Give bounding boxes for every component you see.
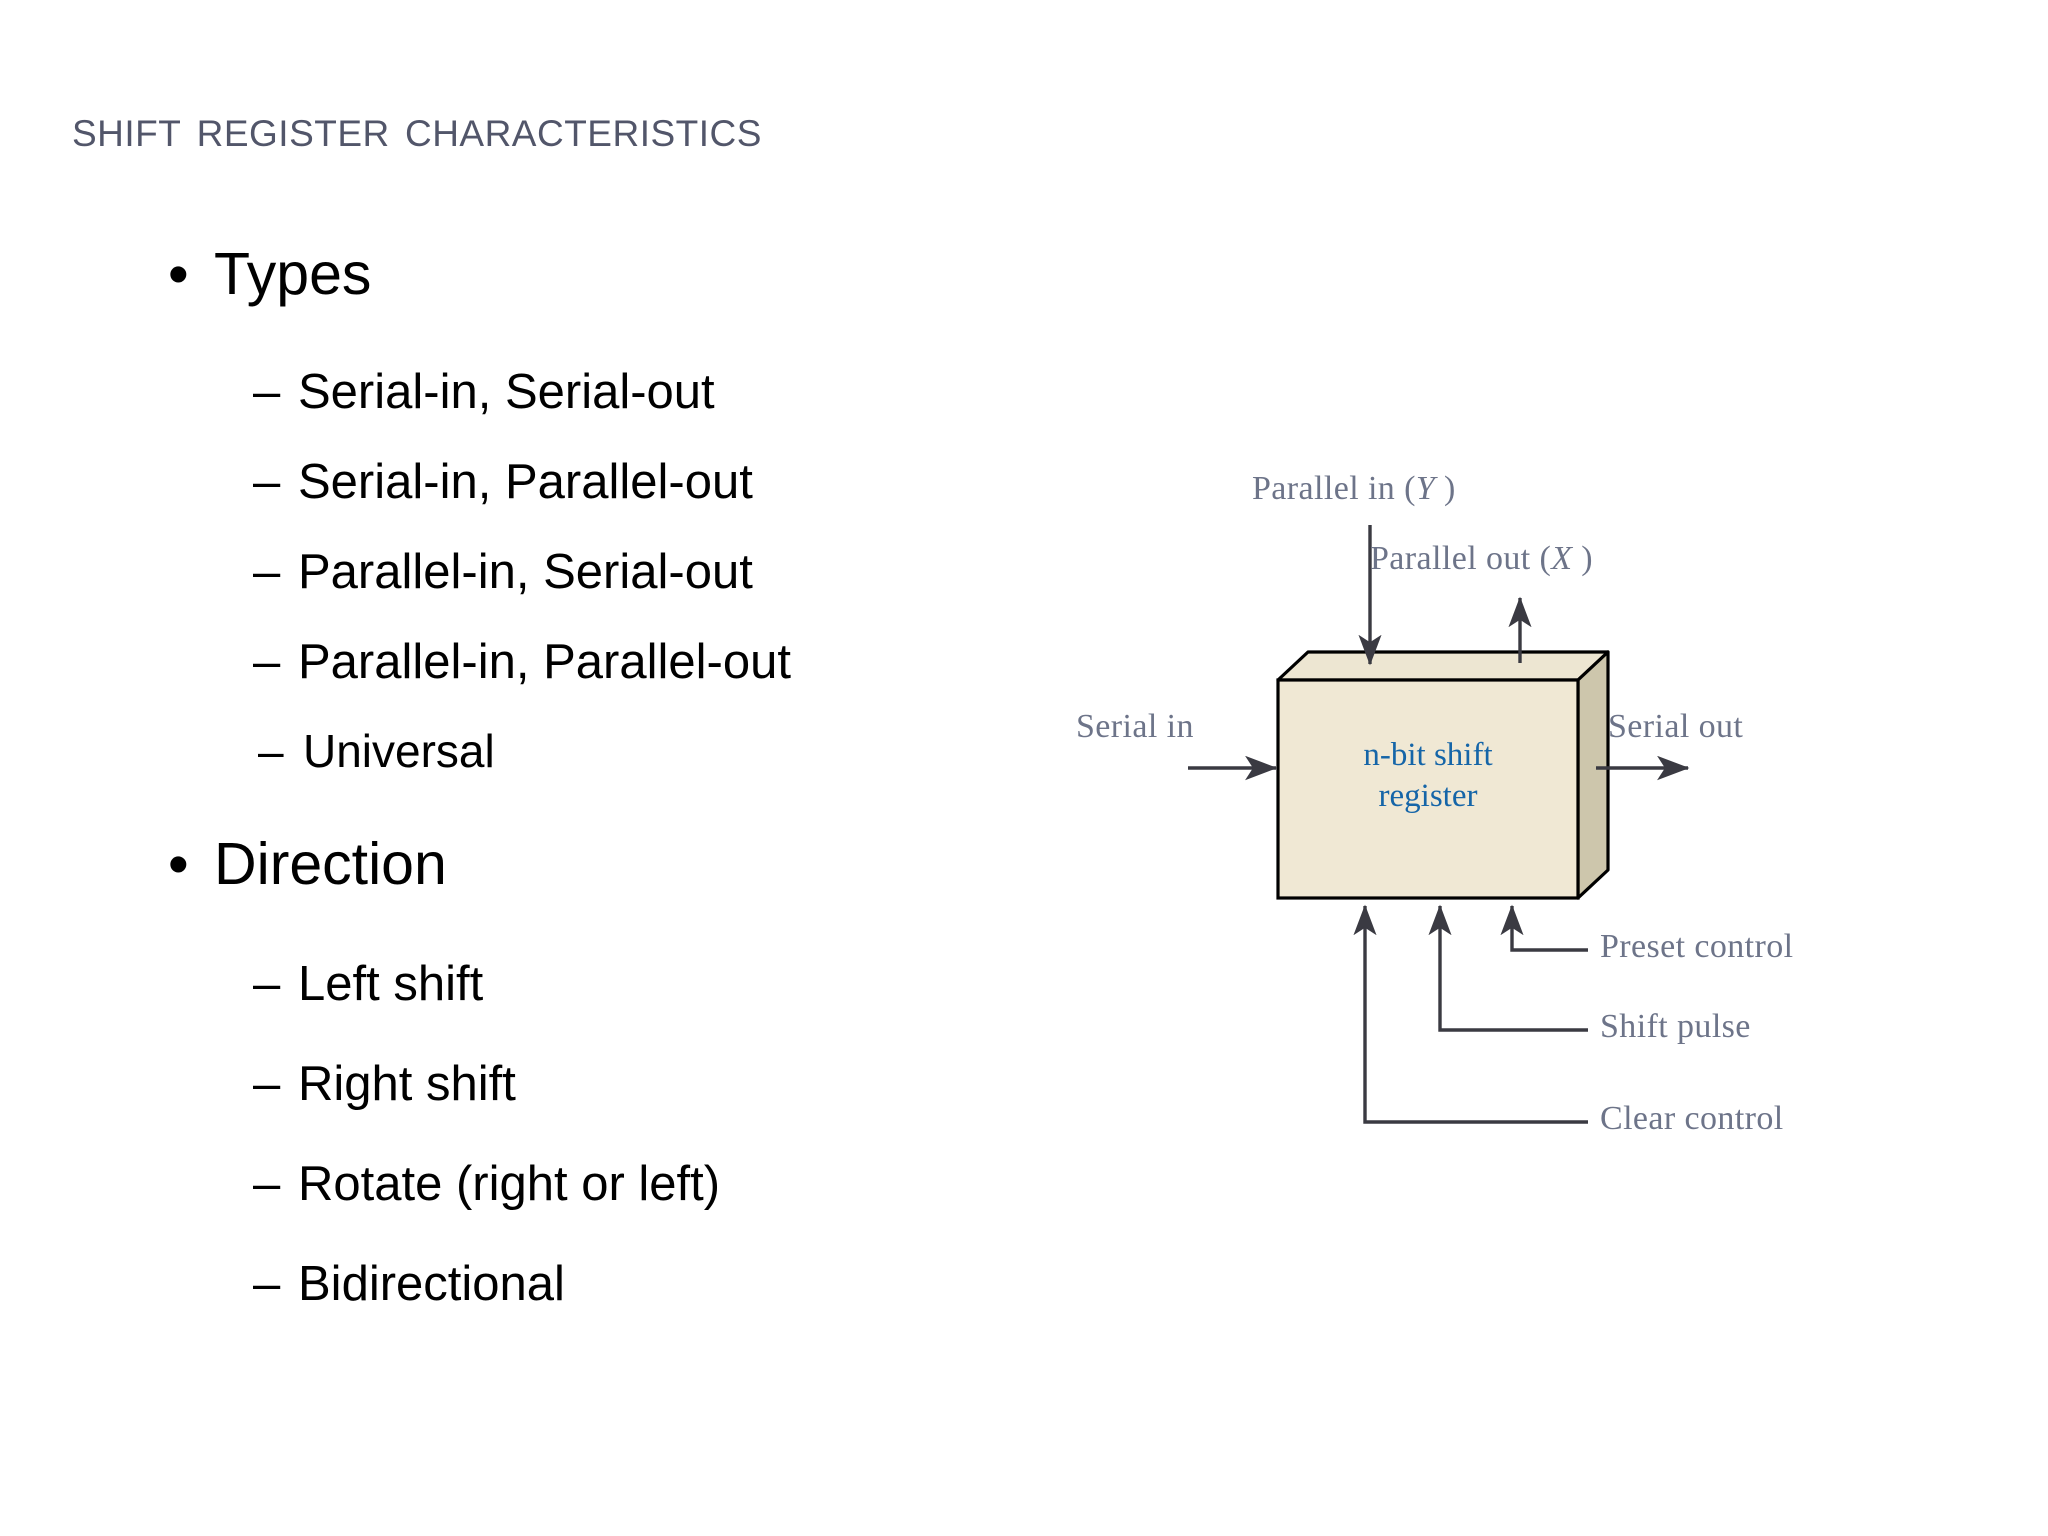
list-item-universal: –Universal: [258, 728, 495, 774]
shift-pulse-connector: [1428, 904, 1588, 1032]
serial-out-label: Serial out: [1608, 708, 1744, 745]
dash-icon: –: [258, 725, 284, 777]
dash-icon: –: [253, 455, 281, 509]
list-item-label: Serial-in, Serial-out: [298, 365, 715, 419]
list-item-parallel-in-parallel-out: –Parallel-in, Parallel-out: [253, 638, 791, 687]
list-item-right-shift: –Right shift: [253, 1060, 516, 1109]
dash-icon: –: [253, 545, 281, 599]
list-item-serial-in-parallel-out: –Serial-in, Parallel-out: [253, 458, 753, 507]
list-item-label: Parallel-in, Serial-out: [298, 545, 753, 599]
list-item-left-shift: –Left shift: [253, 960, 483, 1009]
block-label-line1: n-bit shift: [1363, 737, 1493, 773]
preset-control-label: Preset control: [1600, 928, 1794, 965]
list-item-label: Bidirectional: [298, 1257, 565, 1311]
dash-icon: –: [253, 1157, 281, 1211]
parallel-in-variable: Y: [1415, 470, 1436, 507]
parallel-out-text: Parallel out (: [1370, 540, 1552, 577]
block-label-line2: register: [1378, 778, 1478, 815]
block-label: n-bit shift register: [1308, 735, 1548, 818]
clear-control-connector: [1353, 904, 1588, 1124]
serial-in-label: Serial in: [1076, 708, 1194, 745]
dash-icon: –: [253, 365, 281, 419]
list-item-label: Left shift: [298, 957, 484, 1011]
dash-icon: –: [253, 1057, 281, 1111]
block-top-face: [1276, 650, 1610, 682]
list-item-rotate: –Rotate (right or left): [253, 1160, 720, 1209]
list-item-bidirectional: –Bidirectional: [253, 1260, 565, 1309]
parallel-in-paren: ): [1435, 470, 1456, 507]
shift-register-block-diagram: n-bit shift register Parallel in (Y ) Pa…: [1076, 420, 1980, 1180]
bullet-dot-icon: •: [168, 241, 189, 307]
parallel-out-label: Parallel out (X ): [1370, 540, 1593, 578]
dash-icon: –: [253, 1257, 281, 1311]
parallel-out-paren: ): [1572, 540, 1594, 577]
shift-pulse-label: Shift pulse: [1600, 1008, 1751, 1045]
block-side-face: [1576, 650, 1610, 900]
preset-control-connector: [1500, 904, 1588, 952]
clear-control-label: Clear control: [1600, 1100, 1784, 1137]
list-item-label: Universal: [303, 725, 495, 777]
bullet-direction: •Direction: [168, 835, 447, 894]
bullet-types: •Types: [168, 245, 371, 304]
bullet-types-label: Types: [214, 241, 372, 307]
list-item-label: Serial-in, Parallel-out: [298, 455, 753, 509]
list-item-serial-in-serial-out: –Serial-in, Serial-out: [253, 368, 715, 417]
bullet-dot-icon: •: [168, 831, 189, 897]
parallel-in-label: Parallel in (Y ): [1252, 470, 1456, 508]
list-item-label: Right shift: [298, 1057, 516, 1111]
page-title: Shift Register Characteristics: [72, 99, 762, 158]
dash-icon: –: [253, 957, 281, 1011]
dash-icon: –: [253, 635, 281, 689]
diagram-graphics: [1188, 525, 1690, 1124]
list-item-label: Parallel-in, Parallel-out: [298, 635, 791, 689]
bullet-direction-label: Direction: [214, 831, 447, 897]
parallel-out-variable: X: [1551, 540, 1573, 577]
block-front-face: [1276, 678, 1580, 900]
list-item-label: Rotate (right or left): [298, 1157, 721, 1211]
parallel-in-text: Parallel in (: [1252, 470, 1416, 507]
list-item-parallel-in-serial-out: –Parallel-in, Serial-out: [253, 548, 753, 597]
